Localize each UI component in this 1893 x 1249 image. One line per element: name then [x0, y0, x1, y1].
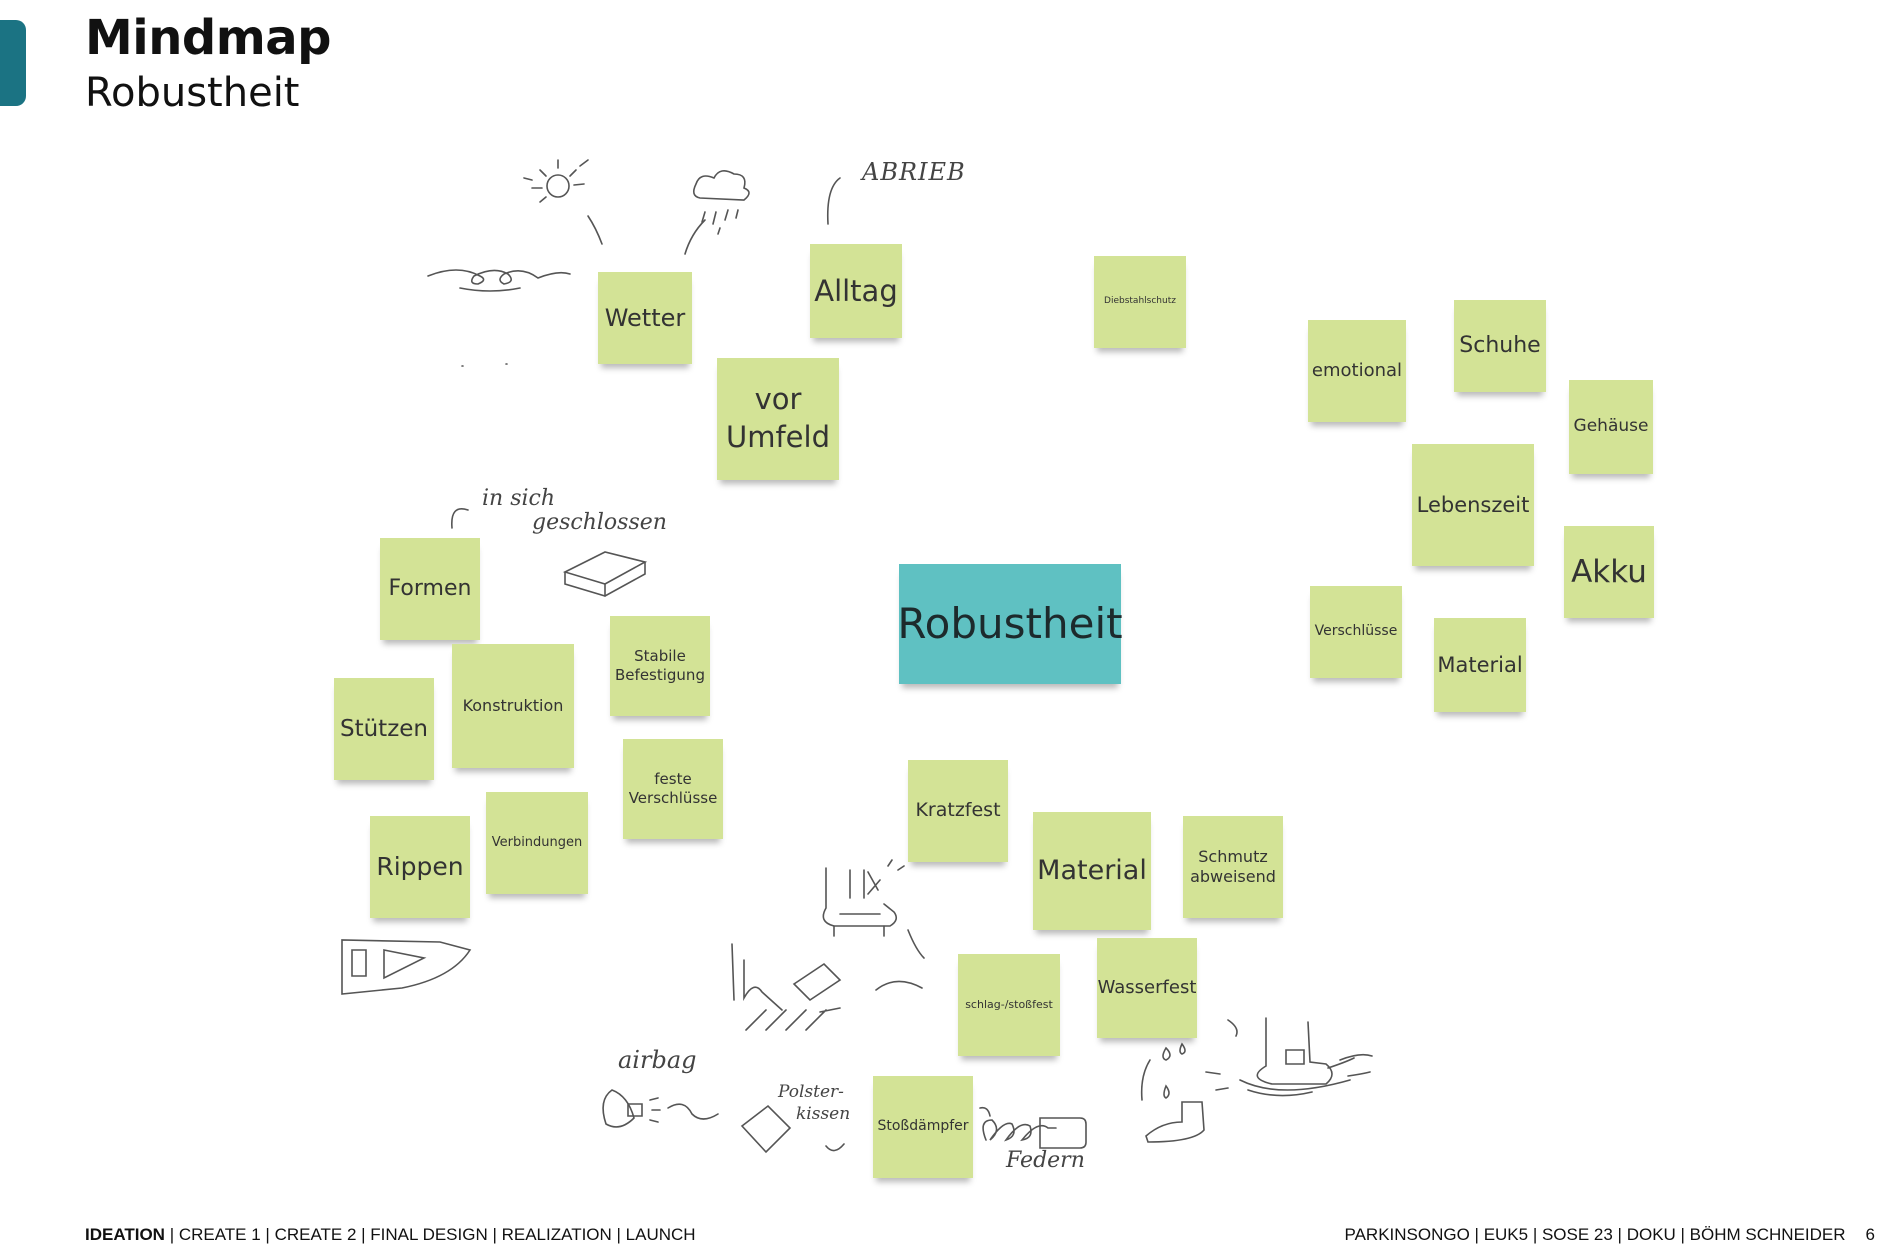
- note-akku[interactable]: Akku: [1564, 526, 1654, 618]
- note-stossdaempfer[interactable]: Stoßdämpfer: [873, 1076, 973, 1178]
- note-formen[interactable]: Formen: [380, 538, 480, 640]
- handwritten-geschlossen: geschlossen: [532, 510, 667, 535]
- note-konstruktion[interactable]: Konstruktion: [452, 644, 574, 768]
- note-wasserfest[interactable]: Wasserfest: [1097, 938, 1197, 1038]
- footer-nav-rest[interactable]: | CREATE 1 | CREATE 2 | FINAL DESIGN | R…: [164, 1225, 696, 1244]
- handwritten-kissen: kissen: [796, 1104, 851, 1124]
- note-diebstahlschutz[interactable]: Diebstahlschutz: [1094, 256, 1186, 348]
- note-alltag[interactable]: Alltag: [810, 244, 902, 338]
- center-node-robustheit[interactable]: Robustheit: [897, 564, 1123, 684]
- fall-impact-sketch-icon: [731, 943, 923, 1031]
- note-lebenszeit[interactable]: Lebenszeit: [1412, 444, 1534, 566]
- airbag-sketch-icon: [602, 1089, 719, 1128]
- note-vor-umfeld[interactable]: vor Umfeld: [717, 358, 839, 480]
- section-accent-bar: [0, 20, 26, 106]
- footer-meta-text: PARKINSONGO | EUK5 | SOSE 23 | DOKU | BÖ…: [1344, 1225, 1846, 1244]
- wind-sketch-icon: [427, 269, 571, 367]
- page-subtitle: Robustheit: [85, 70, 300, 116]
- handwritten-airbag: airbag: [618, 1046, 697, 1074]
- note-verschluesse-right[interactable]: Verschlüsse: [1310, 586, 1402, 678]
- shoe-sole-sketch-icon: [341, 939, 472, 995]
- note-schuhe[interactable]: Schuhe: [1454, 300, 1546, 392]
- note-wetter[interactable]: Wetter: [598, 272, 692, 364]
- spring-sketch-icon: [979, 1106, 1087, 1149]
- footer-nav-active[interactable]: IDEATION: [85, 1225, 165, 1244]
- note-schlag-stossfest[interactable]: schlag-/stoßfest: [958, 954, 1060, 1056]
- handwritten-federn: Federn: [1006, 1148, 1085, 1173]
- note-kratzfest[interactable]: Kratzfest: [908, 760, 1008, 862]
- note-stuetzen[interactable]: Stützen: [334, 678, 434, 780]
- footer-nav: IDEATION | CREATE 1 | CREATE 2 | FINAL D…: [85, 1225, 696, 1245]
- sun-sketch-icon: [523, 159, 603, 245]
- handwritten-abrieb: ABRIEB: [862, 158, 966, 186]
- footer-meta: PARKINSONGO | EUK5 | SOSE 23 | DOKU | BÖ…: [1345, 1225, 1875, 1245]
- handwritten-in-sich: in sich: [482, 486, 556, 511]
- page-title: Mindmap: [85, 10, 332, 66]
- note-emotional[interactable]: emotional: [1308, 320, 1406, 422]
- abrieb-connector-sketch: [826, 177, 841, 225]
- note-feste-verschluesse[interactable]: feste Verschlüsse: [623, 739, 723, 839]
- box-sketch-icon: [562, 551, 648, 597]
- foot-kick-sketch-icon: [822, 859, 925, 959]
- note-material-right[interactable]: Material: [1434, 618, 1526, 712]
- note-material-bottom[interactable]: Material: [1033, 812, 1151, 930]
- geschlossen-connector-sketch: [451, 508, 469, 529]
- rain-cloud-sketch-icon: [684, 170, 750, 255]
- note-rippen[interactable]: Rippen: [370, 816, 470, 918]
- note-schmutz-abweisend[interactable]: Schmutz abweisend: [1183, 816, 1283, 918]
- note-verbindungen[interactable]: Verbindungen: [486, 792, 588, 894]
- note-gehaeuse[interactable]: Gehäuse: [1569, 380, 1653, 474]
- page-number: 6: [1865, 1225, 1875, 1244]
- note-stabile-befestigung[interactable]: Stabile Befestigung: [610, 616, 710, 716]
- handwritten-polster: Polster-: [778, 1082, 844, 1102]
